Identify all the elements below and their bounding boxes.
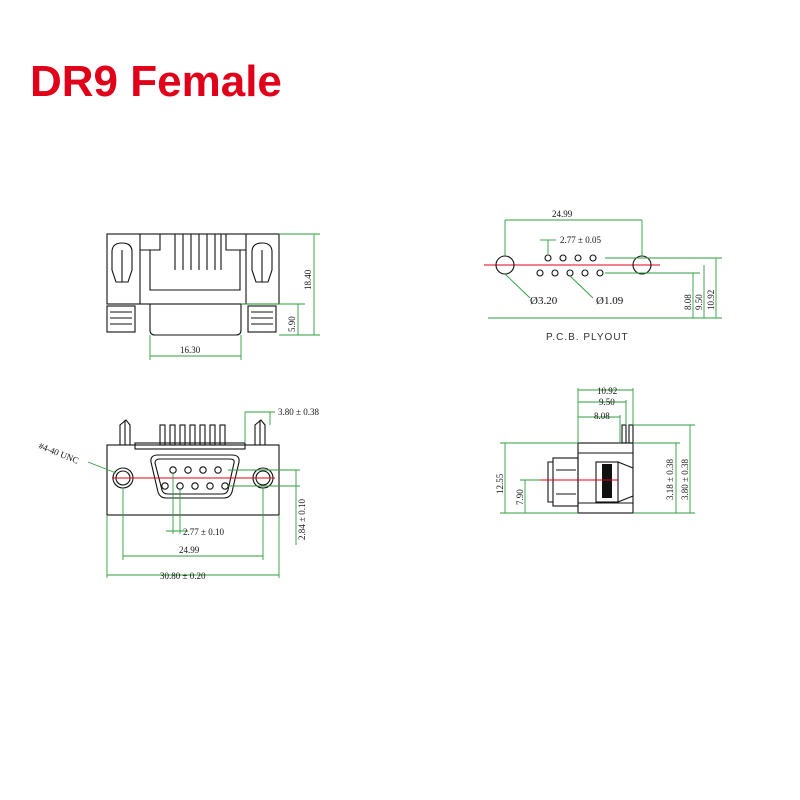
- overall-width-dim: 30.80 ± 0.20: [160, 571, 206, 581]
- top-view: 18.40 5.90 16.30: [106, 233, 320, 360]
- pcb-layout-label: P.C.B. PLYOUT: [546, 332, 629, 343]
- pin-offset-dim: 3.80 ± 0.38: [278, 407, 319, 417]
- pcb-pin-holes: [536, 254, 604, 277]
- side-pin-length-dim: 3.18 ± 0.38: [665, 459, 675, 500]
- thread-label: #4-40 UNC: [37, 441, 80, 466]
- side-dim-b: 9.50: [599, 397, 615, 407]
- contact-holes: [161, 466, 229, 490]
- pcb-layout: 24.99 2.77 ± 0.05 Ø3.20 Ø1.09 8.08 9.50 …: [484, 209, 722, 343]
- page-title: DR9 Female: [30, 57, 282, 106]
- front-view-pins: [159, 424, 226, 446]
- pcb-dim-c: 10.92: [706, 290, 716, 310]
- top-flange-dim: 5.90: [287, 316, 297, 332]
- pcb-mount-hole-dim: Ø3.20: [530, 295, 558, 307]
- front-view: #4-40 UNC 3.80 ± 0.38 2.84 ± 0.10 2.77 ±…: [37, 407, 319, 581]
- side-pin-length2-dim: 3.80 ± 0.38: [680, 459, 690, 500]
- side-view: 10.92 9.50 8.08 12.55 7.90 3.18 ± 0.38 3…: [495, 386, 695, 514]
- side-dim-a: 10.92: [597, 386, 617, 396]
- screw-spacing-dim: 24.99: [179, 545, 200, 555]
- side-dim-c: 8.08: [594, 411, 610, 421]
- row-spacing-dim: 2.84 ± 0.10: [297, 499, 307, 540]
- top-height-dim: 18.40: [303, 269, 313, 290]
- pcb-mount-spacing-dim: 24.99: [552, 209, 573, 219]
- pcb-dim-a: 8.08: [683, 294, 693, 310]
- pcb-pin-hole-dim: Ø1.09: [596, 295, 624, 307]
- pcb-pitch-dim: 2.77 ± 0.05: [560, 235, 601, 245]
- top-shell-width-dim: 16.30: [180, 345, 201, 355]
- top-view-pins: [174, 234, 222, 270]
- side-height-dim: 12.55: [495, 473, 505, 494]
- side-center-dim: 7.90: [515, 489, 525, 505]
- pitch-dim: 2.77 ± 0.10: [183, 527, 224, 537]
- pcb-dim-b: 9.50: [694, 294, 704, 310]
